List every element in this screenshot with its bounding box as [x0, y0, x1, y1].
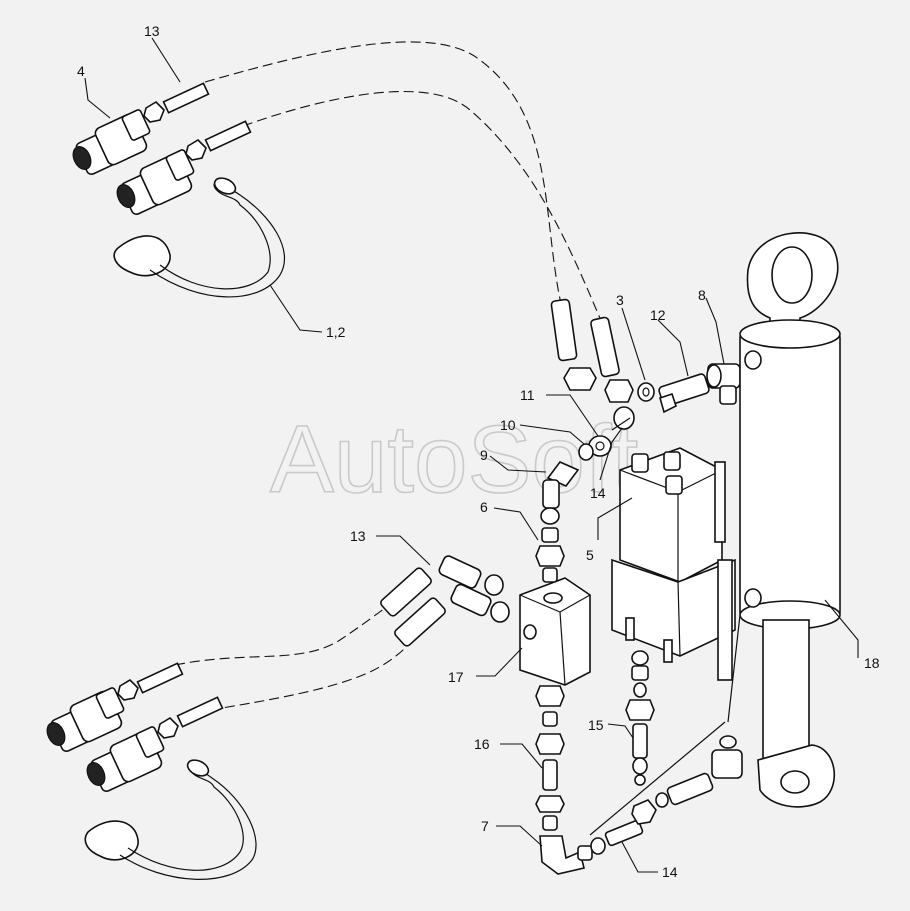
callout-5: 5: [586, 547, 594, 563]
callout-16: 16: [474, 736, 490, 752]
callout-13-lower: 13: [350, 528, 366, 544]
callout-1-2: 1,2: [326, 324, 346, 340]
callout-15: 15: [588, 717, 604, 733]
quick-coupler-lower-2: [86, 726, 165, 793]
callout-labels: 13 4 1,2 3 12 8 11 10 9 14 6 5 13 17 18 …: [77, 23, 880, 880]
callout-10: 10: [500, 417, 516, 433]
upper-hose-lines: [204, 41, 606, 331]
quick-coupler-upper-1: [72, 109, 151, 176]
hydraulic-cylinder-18: [739, 232, 841, 808]
hose-end-lower-1: [117, 662, 184, 701]
callout-18: 18: [864, 655, 880, 671]
callout-14-upper: 14: [590, 485, 606, 501]
adapter-12: [658, 373, 710, 414]
hose-end-upper-1: [143, 82, 210, 123]
callout-3: 3: [616, 292, 624, 308]
elbow-fitting-7: [539, 835, 606, 875]
fitting-string-14-lower: [604, 735, 743, 847]
fitting-string-15: [625, 650, 655, 786]
leader-lines: [84, 37, 859, 873]
callout-8: 8: [698, 287, 706, 303]
valve-base-block: [611, 558, 736, 681]
upper-hose-fittings-at-valve: [550, 298, 634, 403]
quick-coupler-lower-1: [46, 687, 125, 753]
callout-6: 6: [480, 499, 488, 515]
callout-17: 17: [448, 669, 464, 685]
fitting-stack-6: [535, 507, 565, 583]
solenoid-valve-5: [619, 447, 726, 583]
hose-end-upper-2: [185, 120, 252, 161]
hose-end-lower-2: [157, 696, 224, 739]
valve-block-17: [519, 577, 591, 686]
callout-7: 7: [481, 818, 489, 834]
watermark: AutoSoft: [270, 406, 638, 513]
quick-coupler-upper-2: [116, 149, 195, 216]
connecting-pipes: [589, 614, 741, 836]
dust-cap-lower: [84, 759, 257, 880]
callout-9: 9: [480, 447, 488, 463]
callout-12: 12: [650, 307, 666, 323]
callout-11: 11: [520, 387, 535, 403]
elbow-fitting-8: [706, 363, 741, 405]
elbow-fittings-13-lower: [380, 555, 510, 647]
callout-14-lower: 14: [662, 864, 678, 880]
dust-cap-upper: [113, 177, 286, 298]
callout-13-upper: 13: [144, 23, 160, 39]
callout-4: 4: [77, 63, 85, 79]
seal-washer-3: [637, 382, 655, 402]
fitting-stack-16: [535, 685, 565, 831]
fittings-cluster-upper: [542, 406, 635, 509]
